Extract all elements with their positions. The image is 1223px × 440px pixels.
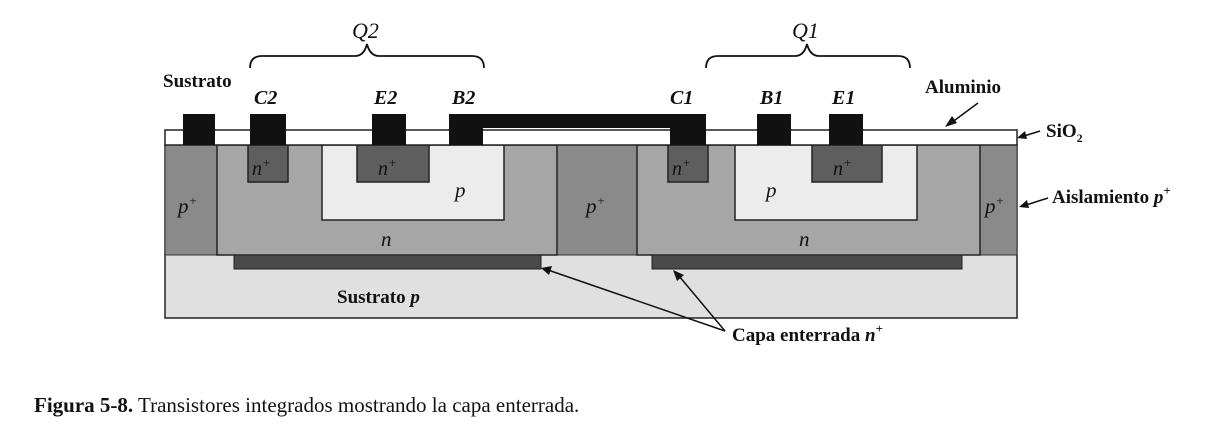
metal-contact-c2 xyxy=(250,114,286,145)
p-plus-isolation-right xyxy=(979,144,1018,256)
arrow-aluminio-line xyxy=(950,102,979,124)
label-e2: E2 xyxy=(373,87,397,109)
label-b2: B2 xyxy=(451,87,475,109)
label-p-plus-left: p+ xyxy=(176,193,197,218)
n-plus-collector-q1 xyxy=(667,144,709,183)
p-plus-isolation-left xyxy=(164,144,218,256)
label-aislamiento-p-plus: Aislamiento p+ xyxy=(1052,183,1171,208)
arrow-capa-right-head xyxy=(673,270,684,281)
label-b1: B1 xyxy=(759,87,783,109)
metal-contact-e2 xyxy=(372,114,406,145)
arrow-capa-left-head xyxy=(541,266,552,275)
sio2-oxide-layer xyxy=(164,129,1018,146)
brace-q2 xyxy=(249,43,485,69)
brace-q1 xyxy=(705,43,911,69)
buried-layer-q1 xyxy=(651,254,963,270)
arrow-aislamiento-head xyxy=(1019,200,1029,208)
label-p-plus-center: p+ xyxy=(584,193,605,218)
arrow-capa-right-line xyxy=(678,275,726,332)
label-sio2: SiO2 xyxy=(1046,121,1083,145)
label-n-well-q1: n xyxy=(799,227,810,251)
caption-number: Figura 5-8. xyxy=(34,393,134,417)
metal-interconnect-b2-c1 xyxy=(449,114,706,145)
metal-contact-e1 xyxy=(829,114,863,145)
label-e1: E1 xyxy=(831,87,855,109)
label-sustrato-contact: Sustrato xyxy=(163,71,232,92)
label-q1: Q1 xyxy=(792,18,819,43)
arrow-aislamiento-line xyxy=(1025,197,1049,206)
label-n-well-q2: n xyxy=(381,227,392,251)
figure-caption: Figura 5-8. Transistores integrados most… xyxy=(34,393,579,418)
buried-layer-q2 xyxy=(233,254,542,270)
arrow-aluminio-head xyxy=(945,116,957,127)
label-n-plus-e1: n+ xyxy=(833,155,852,180)
label-p-base-q2: p xyxy=(453,178,466,202)
label-p-plus-right: p+ xyxy=(983,193,1004,218)
label-p-base-q1: p xyxy=(764,178,777,202)
label-c1: C1 xyxy=(670,87,693,109)
arrow-capa-left-line xyxy=(547,269,726,332)
n-plus-collector-q2 xyxy=(247,144,289,183)
n-plus-emitter-q1 xyxy=(811,144,883,183)
label-q2: Q2 xyxy=(352,18,379,43)
n-plus-emitter-q2 xyxy=(356,144,430,183)
label-n-plus-c2: n+ xyxy=(252,155,271,180)
caption-text: Transistores integrados mostrando la cap… xyxy=(133,393,580,417)
label-c2: C2 xyxy=(254,87,277,109)
label-aluminio: Aluminio xyxy=(925,77,1001,98)
label-n-plus-e2: n+ xyxy=(378,155,397,180)
label-sustrato-p: Sustrato p xyxy=(337,287,420,308)
metal-contact-b1 xyxy=(757,114,791,145)
label-capa-enterrada: Capa enterrada n+ xyxy=(732,321,883,346)
arrow-sio2-line xyxy=(1023,130,1041,137)
metal-contact-substrate xyxy=(183,114,215,145)
label-n-plus-c1: n+ xyxy=(672,155,691,180)
arrow-sio2-head xyxy=(1017,131,1027,139)
